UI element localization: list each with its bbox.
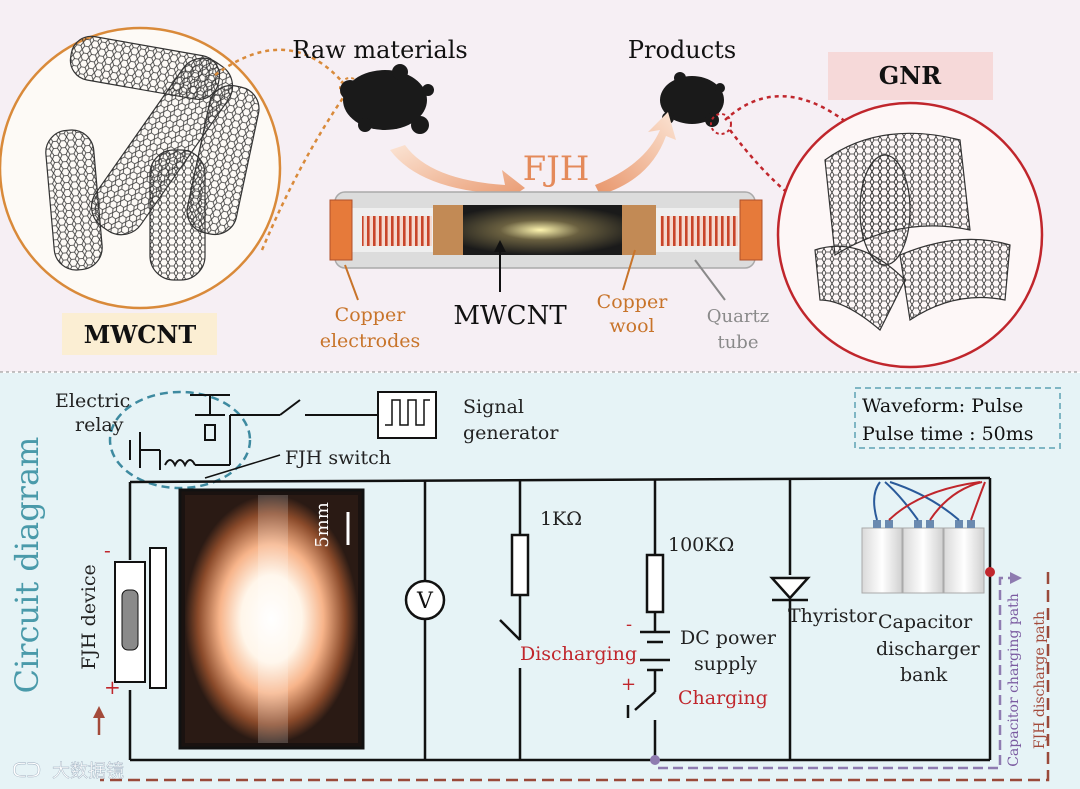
thyristor-label: Thyristor	[788, 605, 878, 627]
fjh-discharge-path-line	[100, 572, 1050, 782]
path-junction	[985, 567, 995, 577]
gnr-badge: GNR	[828, 52, 993, 100]
signal-generator-label-1: Signal	[463, 396, 524, 418]
quartz-tube-label-2: tube	[717, 332, 758, 353]
discharging-label: Discharging	[520, 643, 637, 665]
left-copper-wool	[433, 205, 463, 255]
signal-generator	[377, 391, 437, 439]
product-highlight-circle	[710, 113, 732, 135]
fjh-glow-photo	[178, 488, 365, 750]
voltmeter: V	[404, 579, 446, 621]
raw-materials-label: Raw materials	[292, 36, 467, 64]
dc-battery	[640, 630, 670, 672]
left-electrode	[329, 199, 353, 261]
charging-label: Charging	[678, 687, 768, 709]
right-coil	[660, 216, 738, 246]
fjh-device-label: FJH device	[78, 564, 100, 670]
waveform-box: Waveform: Pulse Pulse time : 50ms	[854, 387, 1061, 449]
fjh-switch-label: FJH switch	[285, 447, 391, 469]
copper-electrodes-label-1: Copper	[335, 304, 407, 326]
resistor-100k-label: 100KΩ	[668, 534, 734, 556]
capacitor-bank	[861, 481, 986, 594]
fjh-discharge-path-label: FJH discharge path	[1032, 611, 1048, 749]
circuit-diagram-title: Circuit diagram	[8, 437, 46, 694]
watermark-label: 大数据镜	[52, 761, 124, 782]
gnr-illustration	[776, 101, 1044, 369]
mwcnt-illustration	[0, 26, 282, 310]
copper-electrodes-label-2: electrodes	[320, 330, 421, 352]
quartz-pointer	[694, 259, 726, 301]
resistor-100k	[645, 553, 665, 614]
capacitor-label-2: discharger	[876, 638, 981, 660]
fjh-device	[114, 547, 167, 689]
copper-wool-label-2: wool	[609, 315, 654, 337]
dc-power-label-2: supply	[694, 653, 757, 675]
watermark-logo-icon: ᑕᑐ	[12, 758, 41, 782]
resistor-1k	[510, 533, 530, 597]
mwcnt-center-label: MWCNT	[453, 301, 567, 331]
fjh-plus-sign: +	[104, 675, 121, 699]
dc-minus-sign: -	[626, 614, 632, 635]
fjh-label: FJH	[523, 149, 590, 189]
mwcnt-connector-top	[214, 48, 346, 86]
raw-materials-powder	[340, 64, 434, 134]
pulse-time-label: Pulse time : 50ms	[862, 423, 1034, 445]
right-electrode	[739, 199, 763, 261]
relay-dashed-ellipse	[108, 390, 252, 490]
capacitor-charging-path-label: Capacitor charging path	[1006, 593, 1022, 767]
products-label: Products	[628, 36, 736, 64]
gnr-badge-label: GNR	[879, 61, 942, 90]
electric-relay-label-2: relay	[75, 414, 124, 436]
capacitor-label-3: bank	[900, 664, 948, 686]
signal-generator-label-2: generator	[463, 422, 559, 444]
dc-power-label-1: DC power	[680, 627, 777, 649]
waveform-label: Waveform: Pulse	[862, 395, 1023, 417]
left-coil	[362, 216, 432, 246]
scale-label: 5mm	[312, 502, 333, 548]
fjh-switch-pointer	[204, 454, 281, 479]
fjh-arrow-right	[595, 112, 676, 195]
right-copper-wool	[622, 205, 656, 255]
fjh-arrow-left	[390, 145, 525, 205]
fjh-minus-sign: -	[104, 538, 111, 562]
circuit-wires	[128, 476, 992, 762]
products-powder	[660, 72, 725, 127]
capacitor-charging-path-line	[655, 576, 1018, 770]
voltmeter-label: V	[416, 589, 434, 614]
dc-plus-sign: +	[621, 674, 636, 695]
wool-pointer	[622, 249, 636, 291]
quartz-tube-label-1: Quartz	[707, 306, 769, 327]
copper-wool-label-1: Copper	[597, 291, 669, 313]
mwcnt-badge: MWCNT	[62, 313, 217, 355]
capacitor-label-1: Capacitor	[878, 611, 973, 633]
thyristor	[769, 576, 811, 602]
electric-relay-label-1: Electric	[55, 390, 130, 412]
fjh-reactor-tube	[329, 191, 763, 269]
gnr-connector-bottom	[729, 129, 791, 196]
resistor-1k-label: 1KΩ	[540, 508, 582, 530]
gnr-connector-top	[724, 94, 851, 126]
electrode-pointer	[344, 264, 359, 301]
mwcnt-badge-label: MWCNT	[84, 320, 197, 349]
relay-symbol	[129, 394, 378, 470]
